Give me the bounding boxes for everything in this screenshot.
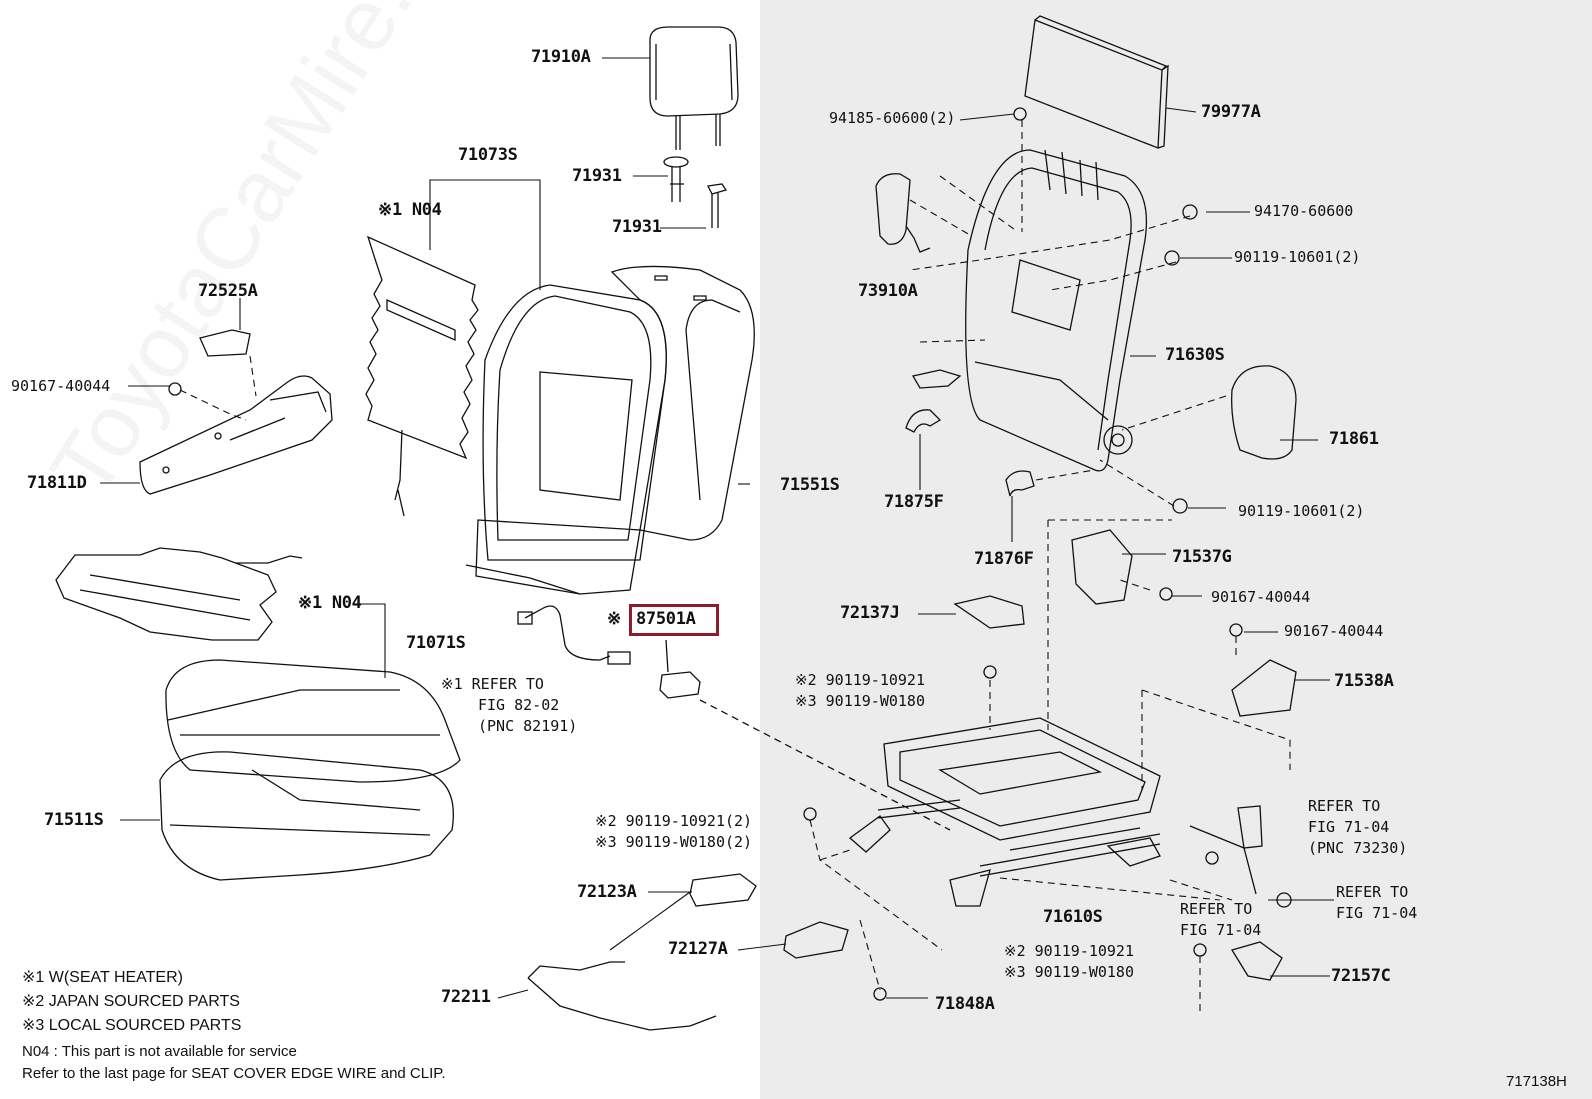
callout-73910A[interactable]: 73910A bbox=[858, 281, 918, 301]
callout-90119-10601-mid[interactable]: 90119-10601(2) bbox=[1238, 502, 1365, 520]
callout-72137J[interactable]: 72137J bbox=[840, 603, 900, 623]
callout-87501A-mark: ※ bbox=[607, 609, 621, 629]
back-heater-pad-drawing bbox=[365, 235, 479, 517]
refer-fig82-line1: ※1 REFER TO bbox=[441, 675, 544, 693]
refer-fig7104-b-line1: REFER TO bbox=[1180, 900, 1253, 918]
refer-fig7104-a-line3: (PNC 73230) bbox=[1308, 839, 1408, 857]
callout-71551S[interactable]: 71551S bbox=[780, 475, 840, 495]
highlight-box bbox=[629, 604, 719, 636]
callout-71073S[interactable]: 71073S bbox=[458, 145, 518, 165]
callout-90119-10921-center[interactable]: ※2 90119-10921 bbox=[795, 671, 925, 689]
refer-fig7104-c-line2: FIG 71-04 bbox=[1336, 904, 1418, 922]
lumbar-pad-drawing bbox=[1024, 15, 1169, 149]
cushion-frame-drawing bbox=[159, 751, 454, 881]
seat-cushion-drawing bbox=[165, 659, 461, 783]
seatback-cover-drawing bbox=[610, 265, 755, 541]
callout-71511S[interactable]: 71511S bbox=[44, 810, 104, 830]
note-seat-heater: ※1 W(SEAT HEATER) bbox=[22, 969, 183, 986]
callout-87501A[interactable]: 87501A bbox=[636, 609, 696, 629]
callout-90119-W0180-bottom[interactable]: ※3 90119-W0180 bbox=[1004, 963, 1134, 981]
callout-94170-60600[interactable]: 94170-60600 bbox=[1254, 202, 1354, 220]
cushion-heater-pad-drawing bbox=[55, 547, 303, 641]
refer-fig7104-c-line1: REFER TO bbox=[1336, 883, 1409, 901]
callout-71071S[interactable]: 71071S bbox=[406, 633, 466, 653]
callout-90119-10921-bottom[interactable]: ※2 90119-10921 bbox=[1004, 942, 1134, 960]
callout-72123A[interactable]: 72123A bbox=[577, 882, 637, 902]
callout-71848A[interactable]: 71848A bbox=[935, 994, 995, 1014]
callout-90119-10921-left[interactable]: ※2 90119-10921(2) bbox=[595, 812, 753, 830]
brackets-drawing bbox=[905, 369, 1297, 981]
callout-90119-W0180-left[interactable]: ※3 90119-W0180(2) bbox=[595, 833, 753, 851]
note-japan-sourced: ※2 JAPAN SOURCED PARTS bbox=[22, 993, 240, 1010]
assembly-dash-lines bbox=[179, 120, 1291, 1012]
seatback-cushion-drawing bbox=[465, 284, 667, 595]
leader-lines bbox=[100, 57, 1334, 999]
side-shield-drawing bbox=[139, 329, 333, 495]
callout-71861[interactable]: 71861 bbox=[1329, 429, 1379, 449]
note-edge-wire: Refer to the last page for SEAT COVER ED… bbox=[22, 1065, 446, 1082]
callout-71910A[interactable]: 71910A bbox=[531, 47, 591, 67]
refer-fig7104-a-line2: FIG 71-04 bbox=[1308, 818, 1390, 836]
callout-90167-40044-r2[interactable]: 90167-40044 bbox=[1284, 622, 1384, 640]
callout-72157C[interactable]: 72157C bbox=[1331, 966, 1391, 986]
callout-90119-10601-top[interactable]: 90119-10601(2) bbox=[1234, 248, 1361, 266]
callout-72211[interactable]: 72211 bbox=[441, 987, 491, 1007]
headrest-drawing bbox=[649, 26, 739, 150]
callout-n04-top[interactable]: ※1 N04 bbox=[378, 200, 442, 220]
callout-71630S[interactable]: 71630S bbox=[1165, 345, 1225, 365]
callout-71931-upper[interactable]: 71931 bbox=[572, 166, 622, 186]
callout-71538A[interactable]: 71538A bbox=[1334, 671, 1394, 691]
seatback-frame-drawing bbox=[965, 149, 1148, 472]
recliner-cover-drawing bbox=[1231, 365, 1297, 460]
refer-fig7104-a-line1: REFER TO bbox=[1308, 797, 1381, 815]
heater-switch-drawing bbox=[659, 639, 951, 831]
callout-90167-40044-r1[interactable]: 90167-40044 bbox=[1211, 588, 1311, 606]
seat-track-drawing bbox=[848, 717, 1161, 907]
callout-71875F[interactable]: 71875F bbox=[884, 492, 944, 512]
covers-and-wire-drawing bbox=[527, 873, 849, 1031]
callout-94185-60600[interactable]: 94185-60600(2) bbox=[829, 109, 956, 127]
callout-71811D[interactable]: 71811D bbox=[27, 473, 87, 493]
note-n04: N04 : This part is not available for ser… bbox=[22, 1043, 297, 1060]
callout-90119-W0180-center[interactable]: ※3 90119-W0180 bbox=[795, 692, 925, 710]
callout-71931-lower[interactable]: 71931 bbox=[612, 217, 662, 237]
callout-71876F[interactable]: 71876F bbox=[974, 549, 1034, 569]
callout-72127A[interactable]: 72127A bbox=[668, 939, 728, 959]
callout-90167-40044-left[interactable]: 90167-40044 bbox=[11, 377, 111, 395]
wire-harness-drawing bbox=[517, 605, 631, 665]
callout-n04-mid[interactable]: ※1 N04 bbox=[298, 593, 362, 613]
callout-79977A[interactable]: 79977A bbox=[1201, 102, 1261, 122]
side-airbag-drawing bbox=[875, 173, 931, 253]
callout-72525A[interactable]: 72525A bbox=[198, 281, 258, 301]
callout-71537G[interactable]: 71537G bbox=[1172, 547, 1232, 567]
note-local-sourced: ※3 LOCAL SOURCED PARTS bbox=[22, 1017, 242, 1034]
seatbelt-buckle-drawing bbox=[1189, 805, 1292, 908]
right-panel-background bbox=[760, 0, 1592, 1099]
refer-fig7104-b-line2: FIG 71-04 bbox=[1180, 921, 1262, 939]
headrest-guides-drawing bbox=[663, 156, 728, 228]
refer-fig82-line3: (PNC 82191) bbox=[478, 717, 578, 735]
refer-fig82-line2: FIG 82-02 bbox=[478, 696, 560, 714]
diagram-id: 717138H bbox=[1506, 1073, 1567, 1090]
callout-71610S[interactable]: 71610S bbox=[1043, 907, 1103, 927]
